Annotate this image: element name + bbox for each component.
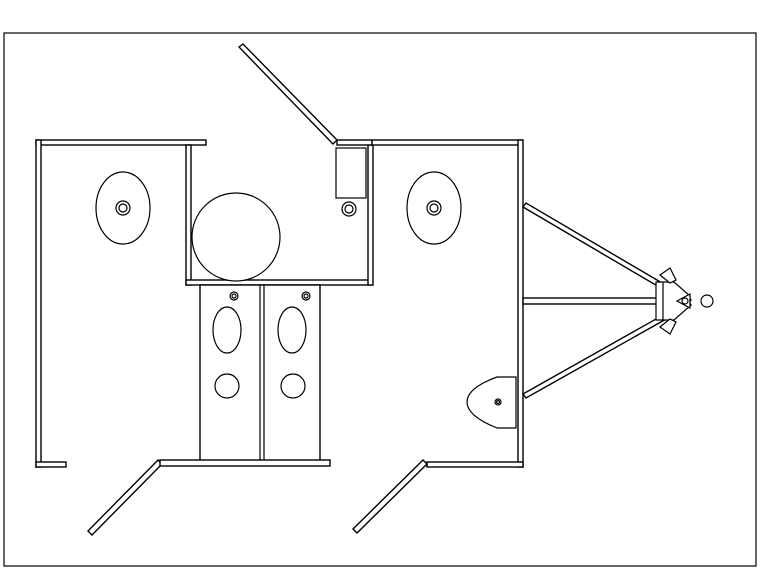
door-icon [352,459,428,534]
jack-icon [466,376,517,429]
trailer-hitch-icon [521,202,714,399]
toilet-icon [95,171,151,245]
drawing-frame [3,32,757,567]
toilet-icon [406,171,462,245]
center-sink-area [185,43,374,286]
left-room [35,139,207,536]
tank-icon [191,192,281,282]
urinal-stalls [159,284,331,467]
urinal-icon [212,291,242,399]
right-room [352,139,524,534]
urinal-icon [277,291,311,399]
sink-icon [341,201,357,217]
cabinet [335,147,367,199]
door-icon [237,43,338,145]
door-icon [87,459,163,536]
